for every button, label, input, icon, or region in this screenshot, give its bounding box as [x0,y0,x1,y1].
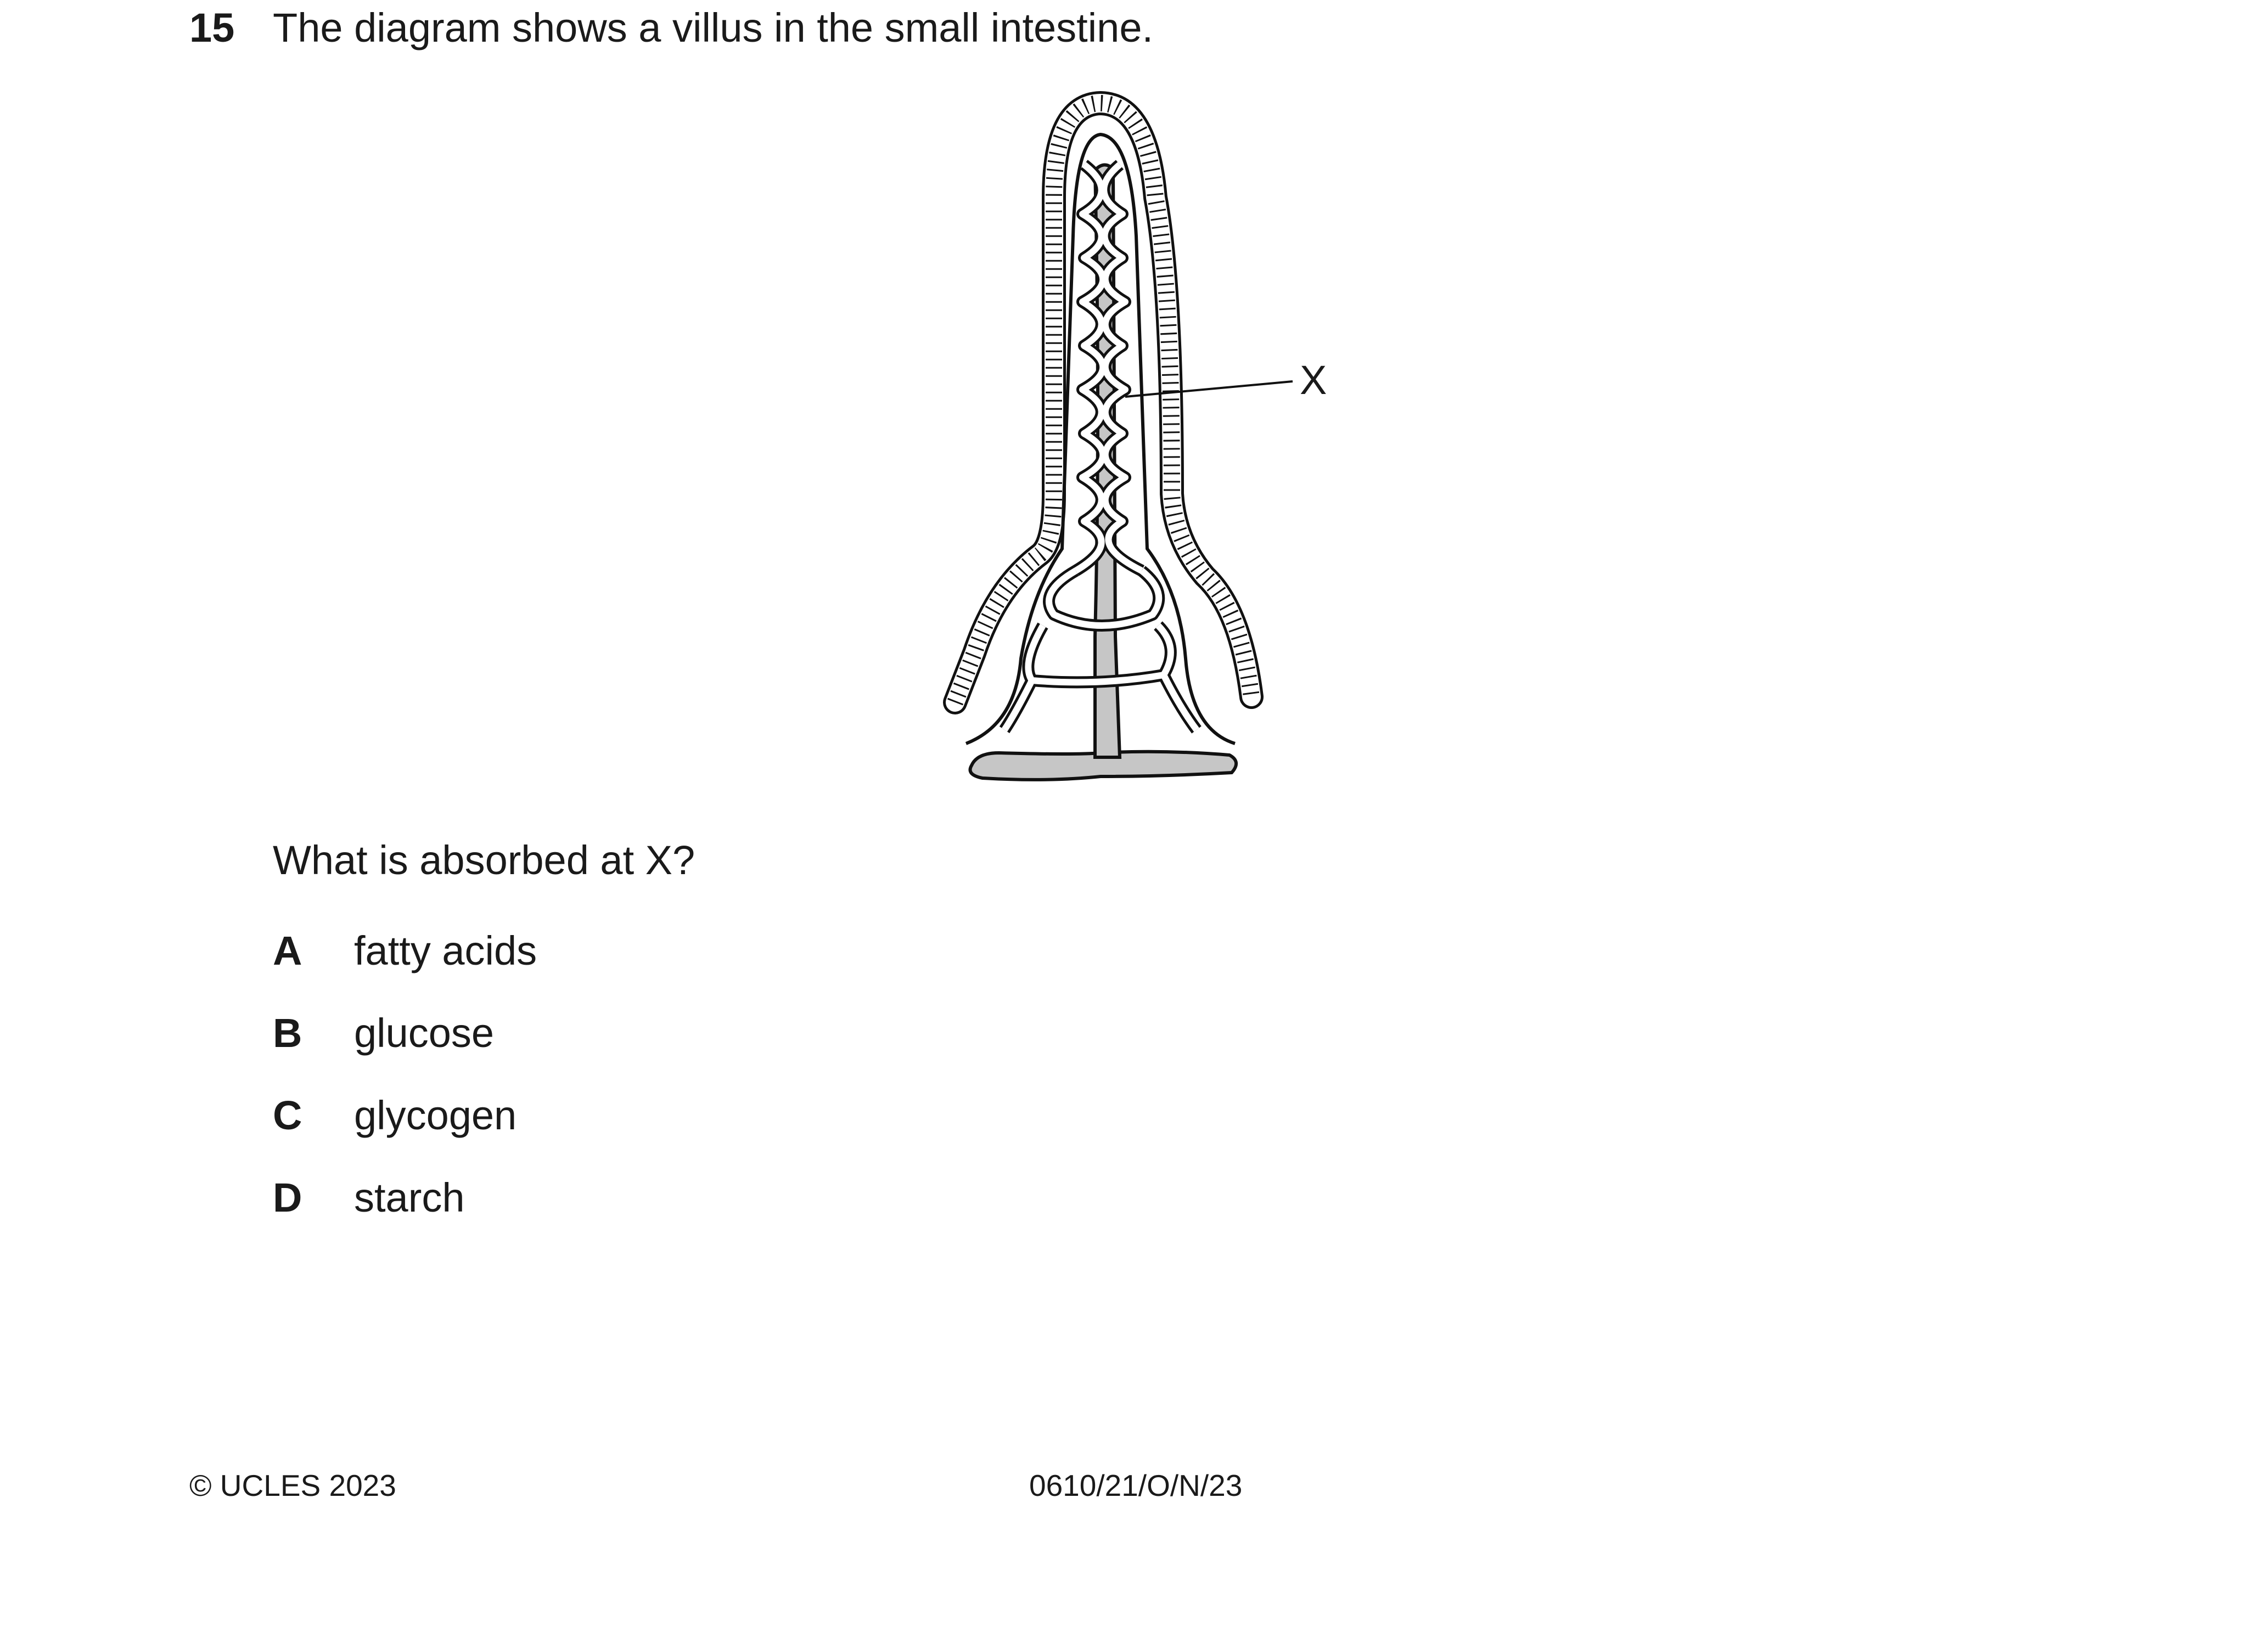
villus-diagram: X [933,88,1372,807]
question-prompt: What is absorbed at X? [273,837,695,883]
footer-copyright: © UCLES 2023 [189,1468,396,1502]
footer-paper-code: 0610/21/O/N/23 [1029,1468,1243,1502]
option-letter: C [273,1093,302,1138]
option-text: starch [354,1175,465,1220]
option-letter: A [273,928,302,973]
option-letter: B [273,1010,302,1056]
option-letter: D [273,1175,302,1220]
option-text: glycogen [354,1093,517,1138]
option-text: fatty acids [354,928,537,973]
question-number: 15 [189,5,235,50]
option-text: glucose [354,1010,495,1056]
question-text: The diagram shows a villus in the small … [273,5,1154,50]
label-x: X [1300,357,1327,403]
